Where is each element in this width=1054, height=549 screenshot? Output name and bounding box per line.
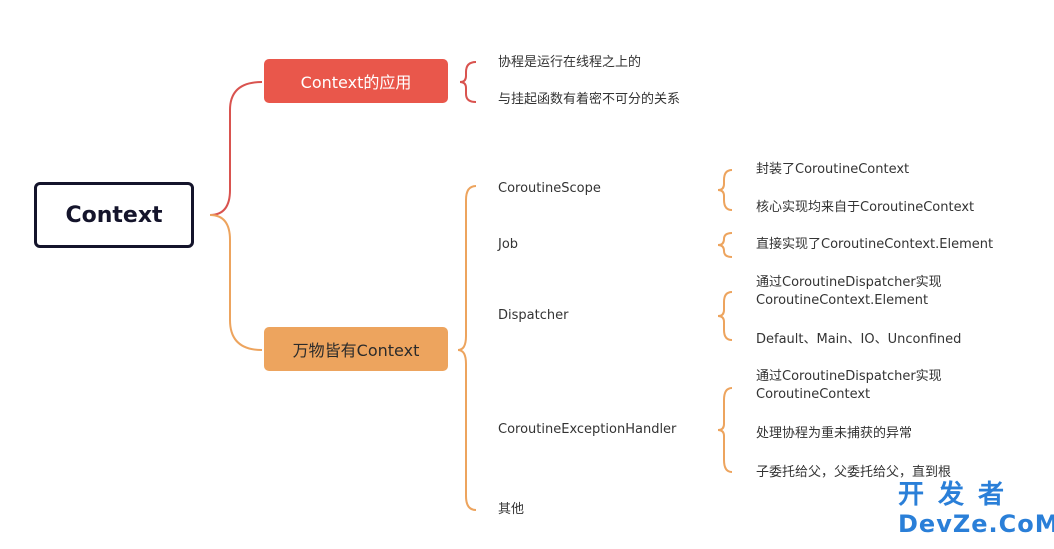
connector-root-branch-2 bbox=[209, 214, 263, 351]
item-exception-handler: CoroutineExceptionHandler bbox=[498, 422, 677, 437]
watermark-cn: 开发者 bbox=[898, 480, 1019, 510]
branch-context-application[interactable]: Context的应用 bbox=[264, 59, 448, 103]
leaf-runs-on-thread: 协程是运行在线程之上的 bbox=[498, 55, 642, 70]
item-dispatcher: Dispatcher bbox=[498, 308, 569, 323]
connector-root-branch-1 bbox=[209, 81, 263, 216]
brace-dispatcher bbox=[717, 291, 733, 341]
detail-handler-2: CoroutineContext bbox=[756, 387, 871, 402]
brace-job bbox=[717, 232, 733, 258]
detail-handler-1: 通过CoroutineDispatcher实现 bbox=[756, 369, 942, 384]
brace-exception-handler bbox=[717, 387, 733, 473]
detail-dispatcher-2: CoroutineContext.Element bbox=[756, 293, 929, 308]
detail-scope-1: 封装了CoroutineContext bbox=[756, 162, 910, 177]
brace-branch-1 bbox=[459, 61, 477, 103]
detail-handler-3: 处理协程为重未捕获的异常 bbox=[756, 426, 913, 441]
brace-branch-2 bbox=[457, 185, 477, 511]
item-job: Job bbox=[498, 237, 519, 252]
leaf-suspend-relation: 与挂起函数有着密不可分的关系 bbox=[498, 92, 681, 107]
item-coroutinescope: CoroutineScope bbox=[498, 181, 601, 196]
brace-coroutinescope bbox=[717, 169, 733, 211]
watermark-en: DevZe.CoM bbox=[898, 510, 1054, 538]
detail-scope-2: 核心实现均来自于CoroutineContext bbox=[756, 200, 975, 215]
detail-dispatcher-1: 通过CoroutineDispatcher实现 bbox=[756, 275, 942, 290]
detail-dispatcher-3: Default、Main、IO、Unconfined bbox=[756, 332, 962, 347]
root-node[interactable]: Context bbox=[34, 182, 194, 248]
item-other: 其他 bbox=[498, 502, 525, 517]
detail-handler-4: 子委托给父，父委托给父，直到根 bbox=[756, 465, 952, 480]
watermark-logo: 开发者 DevZe.CoM bbox=[898, 480, 1054, 538]
branch-everything-has-context[interactable]: 万物皆有Context bbox=[264, 327, 448, 371]
detail-job-1: 直接实现了CoroutineContext.Element bbox=[756, 237, 994, 252]
